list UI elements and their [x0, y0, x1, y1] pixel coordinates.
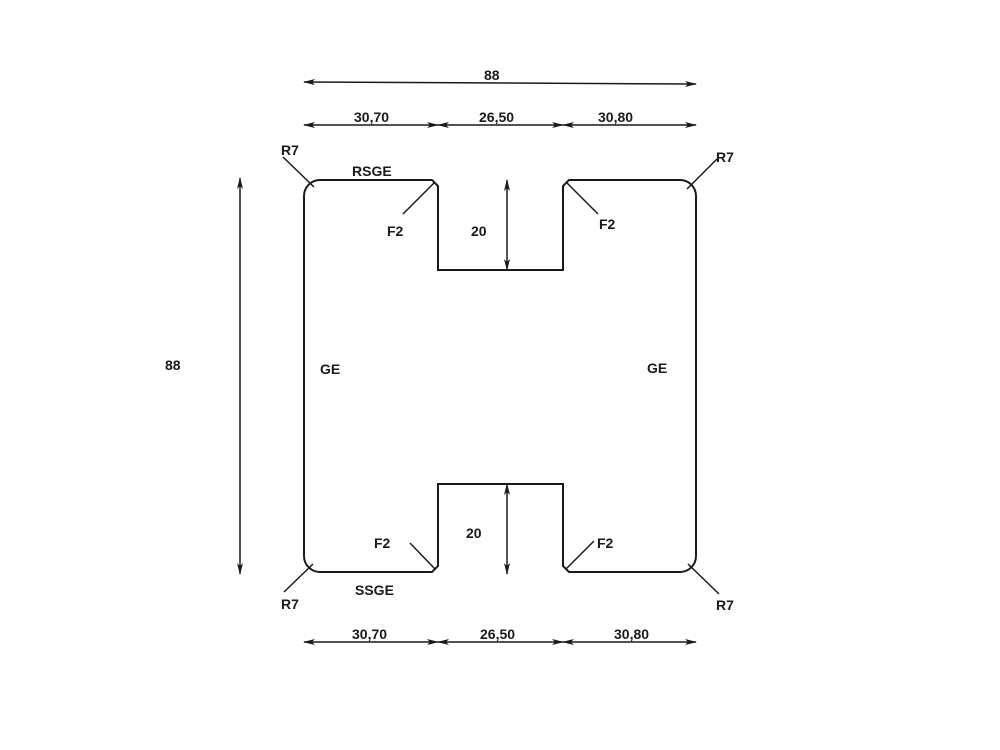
bottom-notch-depth-label: 20 — [466, 525, 482, 541]
bottom-segment-1-label: 30,70 — [352, 626, 388, 642]
f2-leader-top-left — [402, 182, 435, 215]
r7-leader-top-right — [686, 158, 718, 190]
r7-leader-bottom-left — [283, 563, 314, 593]
bottom-segment-2-label: 26,50 — [480, 626, 516, 642]
top-segment-1-label: 30,70 — [354, 109, 390, 125]
edge-label-left: GE — [320, 361, 341, 377]
radius-label-bottom-right: R7 — [716, 597, 734, 613]
r7-leader-bottom-right — [687, 563, 720, 595]
bottom-segment-3-label: 30,80 — [614, 626, 650, 642]
f2-leader-top-right — [566, 182, 599, 215]
overall-width-label: 88 — [484, 67, 500, 83]
edge-label-bottom: SSGE — [355, 582, 394, 598]
f2-leader-bottom-left — [409, 542, 436, 570]
top-notch-depth-label: 20 — [471, 223, 487, 239]
chamfer-label-bottom-left: F2 — [374, 535, 391, 551]
profile-outline — [303, 179, 697, 573]
f2-leader-bottom-right — [565, 540, 595, 570]
chamfer-label-top-left: F2 — [387, 223, 404, 239]
edge-label-top: RSGE — [352, 163, 392, 179]
radius-label-bottom-left: R7 — [281, 596, 299, 612]
radius-label-top-left: R7 — [281, 142, 299, 158]
chamfer-label-top-right: F2 — [599, 216, 616, 232]
top-segment-2-label: 26,50 — [479, 109, 515, 125]
r7-leader-top-left — [282, 156, 315, 188]
chamfer-label-bottom-right: F2 — [597, 535, 614, 551]
edge-label-right: GE — [647, 360, 668, 376]
top-overall-dimension-line — [303, 79, 697, 87]
top-segment-3-label: 30,80 — [598, 109, 634, 125]
radius-label-top-right: R7 — [716, 149, 734, 165]
overall-height-label: 88 — [165, 357, 181, 373]
